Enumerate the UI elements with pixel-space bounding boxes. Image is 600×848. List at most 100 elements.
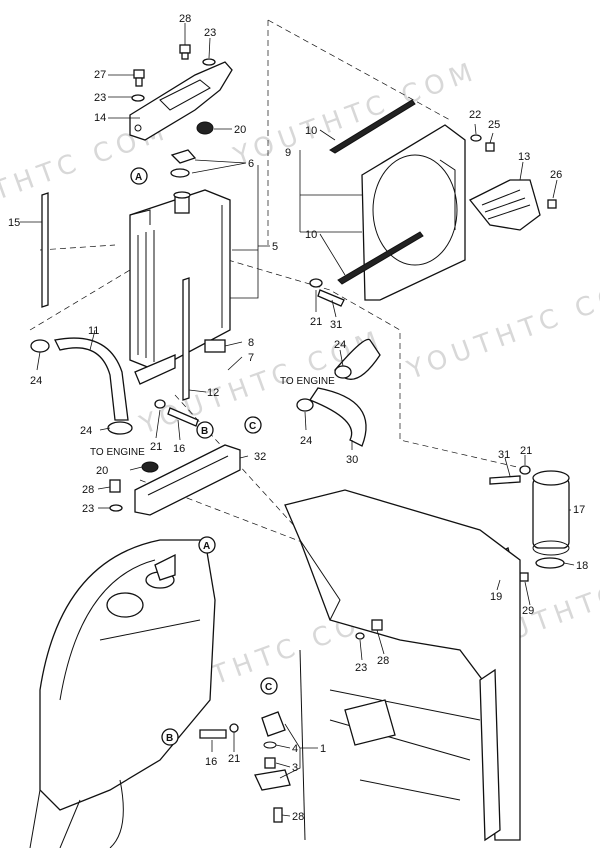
callout-number: 15 (8, 217, 20, 229)
callout-number: 32 (254, 451, 266, 463)
clamp-21 (309, 278, 323, 288)
ref-circle-c: C (244, 416, 262, 434)
pin-31 (317, 289, 345, 307)
bolt-29 (519, 572, 529, 582)
washer-22 (470, 134, 482, 142)
lower-hose (309, 387, 367, 447)
washer-23 (109, 504, 123, 512)
callout-number: 21 (310, 316, 322, 328)
callout-number: 7 (248, 352, 254, 364)
callout-number: 20 (234, 124, 246, 136)
ref-circle-b: B (196, 421, 214, 439)
washer-23-left (131, 94, 145, 102)
svg-text:C: C (265, 682, 272, 693)
washer-23 (355, 632, 365, 640)
callout-number: 24 (334, 339, 346, 351)
svg-text:A: A (135, 172, 142, 183)
ref-circle-a: A (198, 536, 216, 554)
callout-number: 10 (305, 229, 317, 241)
ref-circle-a: A (130, 167, 148, 185)
grommet-20 (141, 461, 159, 473)
hose-clamp-24 (296, 398, 314, 412)
drain-valve-assy (254, 711, 291, 823)
hose-clamp-24 (334, 365, 352, 379)
callout-number: 21 (520, 445, 532, 457)
callout-number: 26 (550, 169, 562, 181)
bolt-28 (371, 619, 383, 631)
callout-number: 25 (488, 119, 500, 131)
lower-bracket (134, 444, 241, 516)
band-18 (535, 557, 565, 569)
cover-plate (468, 179, 557, 231)
svg-text:A: A (203, 541, 210, 552)
callout-number: 4 (292, 743, 298, 755)
clamp-21 (229, 723, 239, 733)
callout-number: 28 (292, 811, 304, 823)
seal-strip-15 (41, 192, 49, 308)
callout-labels: 28 23 27 23 14 20 6 15 5 9 10 10 11 12 8… (8, 13, 588, 823)
seal-strip-12 (182, 277, 190, 401)
callout-number: 8 (248, 337, 254, 349)
ref-circle-b: B (161, 728, 179, 746)
bolt-28-left (133, 69, 145, 87)
callout-number: 14 (94, 112, 106, 124)
callout-number: 10 (305, 125, 317, 137)
callout-number: 23 (82, 503, 94, 515)
note-to-engine: TO ENGINE (90, 447, 145, 458)
bolt-28-top (179, 44, 191, 60)
callout-number: 12 (207, 387, 219, 399)
callout-number: 16 (205, 756, 217, 768)
callout-number: 6 (248, 158, 254, 170)
hose-clamp-24 (107, 421, 133, 435)
callout-number: 28 (377, 655, 389, 667)
pin-16 (167, 407, 199, 427)
callout-number: 24 (30, 375, 42, 387)
clamp-21 (519, 465, 531, 475)
radiator (129, 189, 231, 385)
radiator-hose (54, 337, 129, 421)
watermark-text: YOUTHTC COM (403, 270, 600, 387)
callout-number: 21 (150, 441, 162, 453)
leader-lines (20, 23, 575, 817)
grommet-20-top (196, 121, 214, 135)
pin-31 (489, 475, 521, 485)
upper-bracket (129, 61, 233, 141)
callout-number: 5 (272, 241, 278, 253)
callout-number: 21 (228, 753, 240, 765)
callout-number: 27 (94, 69, 106, 81)
callout-number: 3 (292, 762, 298, 774)
hose-clamp-24 (30, 339, 50, 353)
svg-text:B: B (166, 733, 173, 744)
cap-gasket (170, 149, 197, 164)
callout-number: 23 (355, 662, 367, 674)
callout-number: 22 (469, 109, 481, 121)
callout-number: 20 (96, 465, 108, 477)
clamp-21 (154, 399, 166, 409)
washer-23-top (202, 58, 216, 66)
callout-number: 23 (94, 92, 106, 104)
callout-number: 13 (518, 151, 530, 163)
callout-number: 23 (204, 27, 216, 39)
callout-number: 24 (80, 425, 92, 437)
callout-number: 28 (82, 484, 94, 496)
svg-text:C: C (249, 421, 256, 432)
callout-number: 28 (179, 13, 191, 25)
svg-text:B: B (201, 426, 208, 437)
bolt-28 (109, 479, 121, 493)
callout-number: 11 (88, 325, 99, 337)
callout-number: 16 (173, 443, 185, 455)
callout-number: 30 (346, 454, 358, 466)
machine-frame (284, 489, 521, 842)
callout-number: 9 (285, 147, 291, 159)
callout-number: 31 (498, 449, 510, 461)
machine-body (29, 539, 216, 848)
pin-16 (199, 729, 227, 739)
callout-number: 24 (300, 435, 312, 447)
callout-number: 1 (320, 743, 326, 755)
o-ring (170, 168, 190, 178)
bolt-25 (485, 142, 495, 152)
note-to-engine: TO ENGINE (280, 376, 335, 387)
callout-number: 29 (522, 605, 534, 617)
callout-number: 31 (330, 319, 342, 331)
